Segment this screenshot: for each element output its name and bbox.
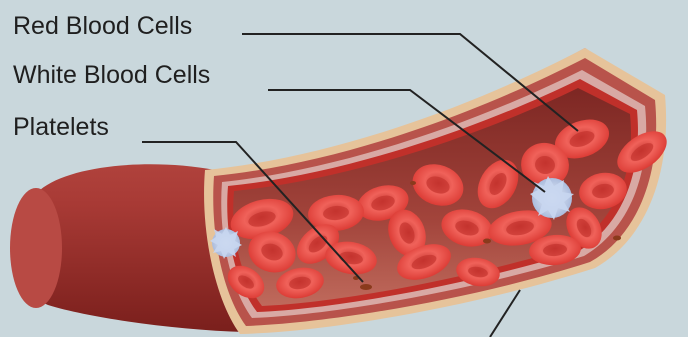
- label-platelets: Platelets: [13, 115, 109, 140]
- label-red-blood-cells: Red Blood Cells: [13, 14, 192, 39]
- label-white-blood-cells: White Blood Cells: [13, 63, 210, 88]
- leader-line-bottom: [490, 290, 520, 337]
- vessel-left-end: [10, 188, 62, 308]
